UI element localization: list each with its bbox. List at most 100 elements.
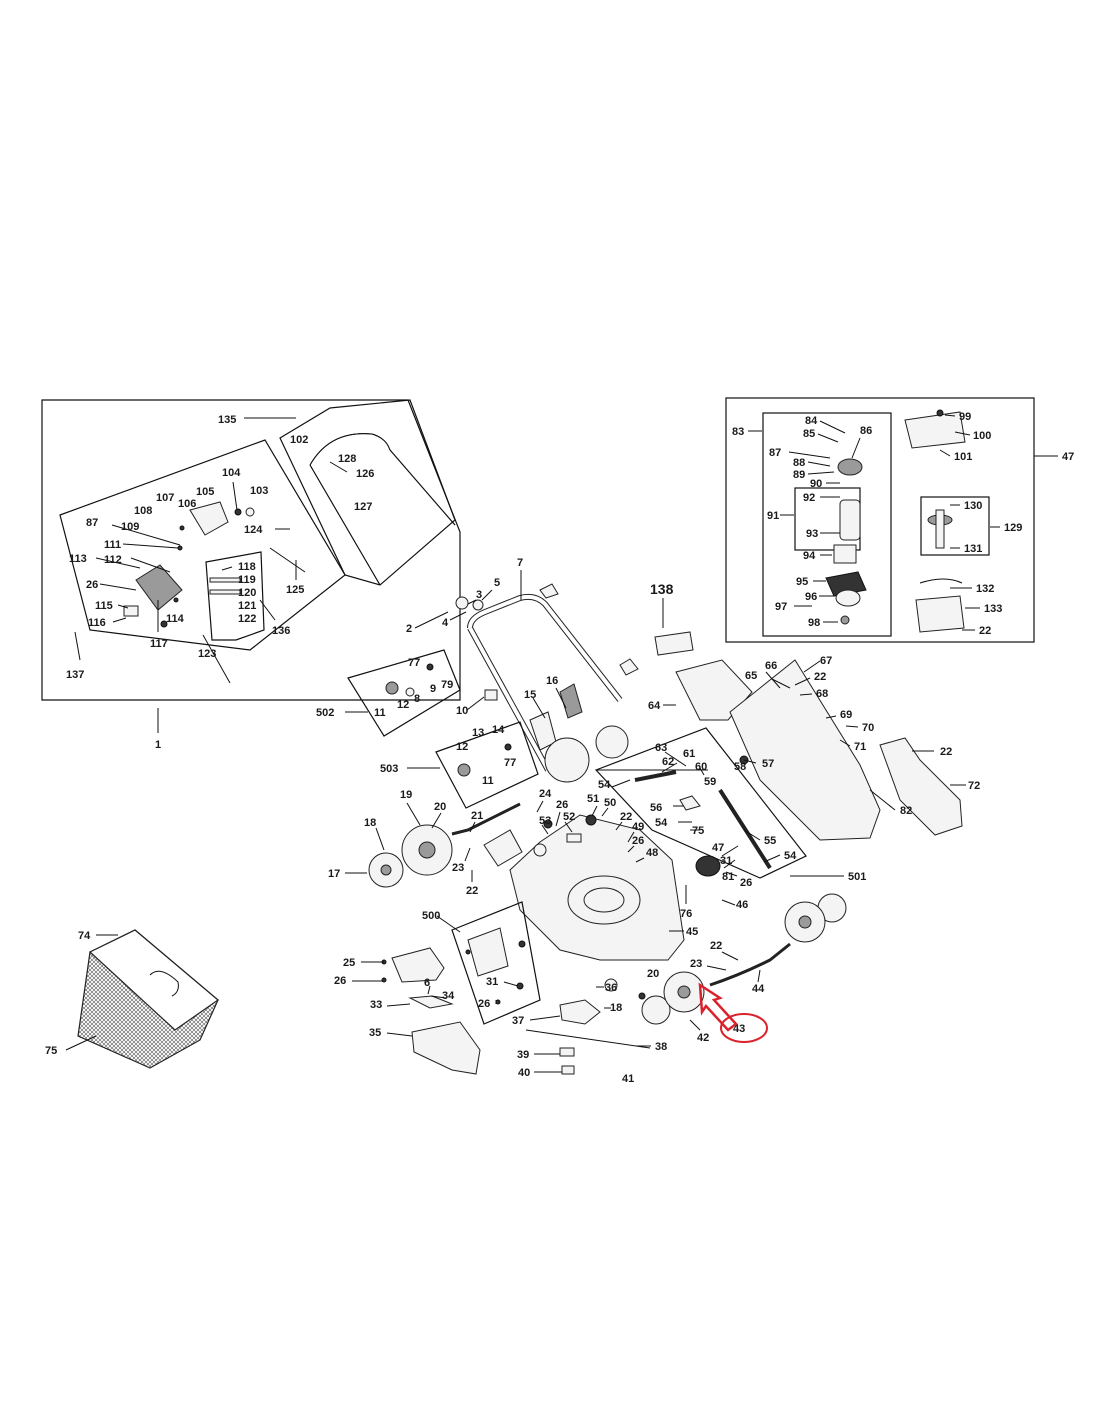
callout-1: 1 (155, 739, 161, 751)
callout-133: 133 (984, 603, 1002, 615)
callout-51: 51 (587, 793, 599, 805)
grass-bag-group: 74 75 (45, 929, 219, 1069)
callout-129: 129 (1004, 522, 1022, 534)
callout-131: 131 (964, 543, 982, 555)
callout-501: 501 (848, 871, 866, 883)
callout-86: 86 (860, 425, 872, 437)
callout-81: 81 (722, 871, 734, 883)
callout-44: 44 (752, 983, 765, 995)
callout-126: 126 (356, 468, 374, 480)
callout-26c: 26 (556, 799, 568, 811)
callout-64: 64 (648, 700, 661, 712)
callout-22: 22 (979, 625, 991, 637)
callout-22d: 22 (466, 885, 478, 897)
callout-37: 37 (512, 1015, 524, 1027)
callout-18b: 18 (610, 1002, 622, 1014)
callout-130: 130 (964, 500, 982, 512)
callout-118: 118 (238, 561, 256, 573)
callout-113: 113 (69, 553, 87, 565)
callout-75: 75 (692, 825, 704, 837)
callout-121: 121 (238, 600, 256, 612)
callout-5: 5 (494, 577, 500, 589)
kit-1-group: 135 102 128 126 127 104 103 105 107 108 … (41, 399, 461, 751)
callout-26f: 26 (478, 998, 490, 1010)
callout-106: 106 (178, 498, 196, 510)
callout-22b: 22 (814, 671, 826, 683)
callout-76: 76 (680, 908, 692, 920)
callout-26b: 26 (740, 877, 752, 889)
callout-107: 107 (156, 492, 174, 504)
callout-53: 53 (539, 815, 551, 827)
callout-54c: 54 (784, 850, 797, 862)
callout-67: 67 (820, 655, 832, 667)
callout-24: 24 (539, 788, 552, 800)
callout-77a: 77 (408, 657, 420, 669)
height-adjust-kit-group: 63 61 62 54 60 58 59 57 56 54 75 55 54 5… (594, 455, 1058, 920)
callout-68: 68 (816, 688, 828, 700)
callout-9: 9 (430, 683, 436, 695)
callout-77b: 77 (504, 757, 516, 769)
callout-127: 127 (354, 501, 372, 513)
callout-41: 41 (622, 1073, 634, 1085)
callout-52: 52 (563, 811, 575, 823)
callout-26: 26 (86, 579, 98, 591)
callout-39: 39 (517, 1049, 529, 1061)
callout-49: 49 (632, 821, 644, 833)
callout-54a: 54 (598, 779, 611, 791)
callout-85: 85 (803, 428, 815, 440)
callout-125: 125 (286, 584, 304, 596)
callout-99: 99 (959, 411, 971, 423)
callout-103: 103 (250, 485, 268, 497)
callout-43-highlighted: 43 (733, 1023, 745, 1035)
callout-46: 46 (736, 899, 748, 911)
callout-136: 136 (272, 625, 290, 637)
callout-96: 96 (805, 591, 817, 603)
callout-31b: 31 (486, 976, 498, 988)
callout-21: 21 (471, 810, 483, 822)
callout-12b: 12 (456, 741, 468, 753)
callout-33: 33 (370, 999, 382, 1011)
callout-124: 124 (244, 524, 263, 536)
callout-45: 45 (686, 926, 698, 938)
callout-13: 13 (472, 727, 484, 739)
callout-7: 7 (517, 557, 523, 569)
callout-8: 8 (414, 693, 420, 705)
callout-132: 132 (976, 583, 994, 595)
callout-111: 111 (104, 539, 121, 551)
callout-100: 100 (973, 430, 991, 442)
deck-wheels-group: 19 20 18 17 21 23 22 24 26 51 50 53 52 2… (328, 788, 847, 1075)
callout-65: 65 (745, 670, 757, 682)
callout-94: 94 (803, 550, 816, 562)
callout-122: 122 (238, 613, 256, 625)
blade-kit-group: 500 25 26 6 34 33 35 31 26 36 37 18 20 3… (334, 901, 667, 1085)
callout-22f: 22 (710, 940, 722, 952)
callout-22c: 22 (940, 746, 952, 758)
callout-115: 115 (95, 600, 113, 612)
callout-26d: 26 (632, 835, 644, 847)
callout-62: 62 (662, 756, 674, 768)
callout-105: 105 (196, 486, 214, 498)
highlight-arrow-icon (698, 982, 738, 1032)
callout-55: 55 (764, 835, 776, 847)
callout-22e: 22 (620, 811, 632, 823)
callout-31a: 31 (720, 855, 732, 867)
callout-128: 128 (338, 453, 356, 465)
callout-87b: 87 (769, 447, 781, 459)
callout-109: 109 (121, 521, 139, 533)
callout-104: 104 (222, 467, 241, 479)
callout-112: 112 (104, 554, 122, 566)
callout-119: 119 (238, 574, 256, 586)
callout-66: 66 (765, 660, 777, 672)
callout-114: 114 (166, 613, 185, 625)
callout-123: 123 (198, 648, 216, 660)
callout-40: 40 (518, 1067, 530, 1079)
callout-47b: 47 (712, 842, 724, 854)
callout-54b: 54 (655, 817, 668, 829)
callout-138: 138 (650, 581, 674, 597)
callout-93: 93 (806, 528, 818, 540)
callout-82: 82 (900, 805, 912, 817)
callout-42: 42 (697, 1032, 709, 1044)
motor-kit-group: 84 85 86 87 88 89 90 83 91 92 93 94 95 9… (725, 397, 1074, 643)
main-handle-group: 7 5 3 4 2 77 9 79 8 12 11 502 10 16 15 1… (316, 557, 639, 809)
